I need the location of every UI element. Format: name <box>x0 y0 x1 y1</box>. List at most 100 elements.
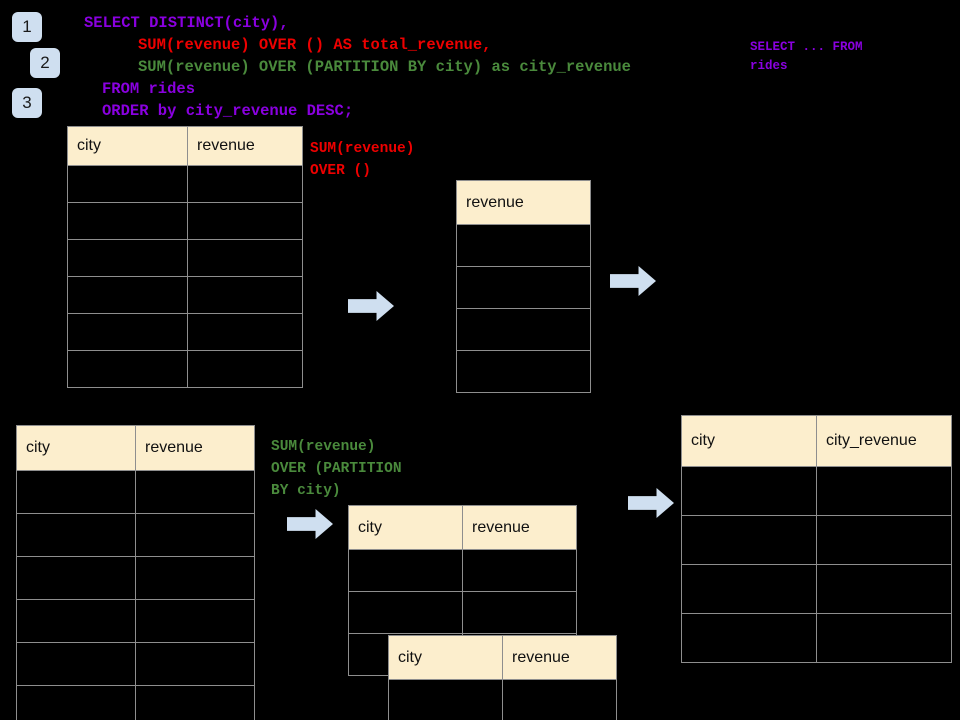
table-row <box>681 515 952 565</box>
sql-line-5: ORDER by city_revenue DESC; <box>102 102 354 120</box>
step-badge-1: 1 <box>12 12 42 42</box>
table-row <box>681 613 952 663</box>
table-cell <box>348 549 463 592</box>
table-row <box>16 685 255 720</box>
table-cell <box>456 266 591 309</box>
table-cell <box>456 350 591 393</box>
table-row <box>67 202 303 240</box>
table-cell <box>388 679 503 720</box>
table-cell <box>187 313 303 351</box>
table-cell <box>816 466 952 516</box>
sql-query-block: SELECT DISTINCT(city), SUM(revenue) OVER … <box>84 12 631 122</box>
table-cell <box>502 679 617 720</box>
table-cell <box>456 224 591 267</box>
arrow-top-right <box>610 266 656 296</box>
table-row <box>456 224 591 267</box>
table-row <box>16 470 255 514</box>
arrow-top-left <box>348 291 394 321</box>
table-row <box>67 350 303 388</box>
table-cell <box>816 564 952 614</box>
table-cell <box>456 308 591 351</box>
table-row <box>67 239 303 277</box>
table-row <box>456 308 591 351</box>
column-header-revenue: revenue <box>462 505 577 550</box>
table-cell <box>16 556 136 600</box>
annot-partition: SUM(revenue) OVER (PARTITION BY city) <box>271 439 402 499</box>
table-row <box>16 513 255 557</box>
table-cell <box>16 642 136 686</box>
table-cell <box>135 470 255 514</box>
column-header-city: city <box>67 126 188 166</box>
column-header-city: city <box>348 505 463 550</box>
table-cell <box>67 313 188 351</box>
table-cell <box>67 202 188 240</box>
table-row <box>67 276 303 314</box>
table-cell <box>187 239 303 277</box>
table-cell <box>187 165 303 203</box>
table-cell <box>135 513 255 557</box>
sql-line-4: FROM rides <box>102 80 196 98</box>
table-row <box>16 599 255 643</box>
table-cell <box>67 165 188 203</box>
table-cell <box>681 613 817 663</box>
table-cell <box>681 466 817 516</box>
step-badge-2: 2 <box>30 48 60 78</box>
column-header-city: city <box>388 635 503 680</box>
annot-total: SUM(revenue) OVER () <box>310 141 415 179</box>
table-cell <box>135 599 255 643</box>
column-header-city: city <box>16 425 136 471</box>
column-header-revenue: revenue <box>456 180 591 225</box>
table-cell <box>135 685 255 720</box>
table-cell <box>16 599 136 643</box>
table-cell <box>462 591 577 634</box>
table-row <box>348 549 577 592</box>
table-cell <box>816 613 952 663</box>
table-header-row: revenue <box>456 180 591 225</box>
table-cell <box>187 350 303 388</box>
table-row <box>348 591 577 634</box>
table-cell <box>187 202 303 240</box>
table-row <box>681 564 952 614</box>
table-cell <box>462 549 577 592</box>
table-cell <box>348 591 463 634</box>
arrow-bottom-left <box>287 509 333 539</box>
side-note-select-from-rides: SELECT ... FROM rides <box>750 40 863 73</box>
table-cell <box>187 276 303 314</box>
table-row <box>67 313 303 351</box>
table-cell <box>135 556 255 600</box>
table-cell <box>135 642 255 686</box>
table-row <box>16 642 255 686</box>
sql-line-2: SUM(revenue) OVER () AS total_revenue, <box>138 36 492 54</box>
step-badge-3: 3 <box>12 88 42 118</box>
column-header-revenue: revenue <box>135 425 255 471</box>
table-cell <box>67 276 188 314</box>
table-row <box>456 350 591 393</box>
table-cell <box>816 515 952 565</box>
sql-line-1: SELECT DISTINCT(city), <box>84 14 289 32</box>
table-row <box>67 165 303 203</box>
table-cell <box>67 350 188 388</box>
table-cell <box>16 685 136 720</box>
table-row <box>681 466 952 516</box>
sql-line-3: SUM(revenue) OVER (PARTITION BY city) as… <box>138 58 631 76</box>
column-header-city_revenue: city_revenue <box>816 415 952 467</box>
table-row <box>456 266 591 309</box>
table-row <box>388 679 617 720</box>
column-header-revenue: revenue <box>187 126 303 166</box>
table-cell <box>16 470 136 514</box>
table-cell <box>681 515 817 565</box>
arrow-bottom-right <box>628 488 674 518</box>
table-cell <box>67 239 188 277</box>
table-row <box>16 556 255 600</box>
